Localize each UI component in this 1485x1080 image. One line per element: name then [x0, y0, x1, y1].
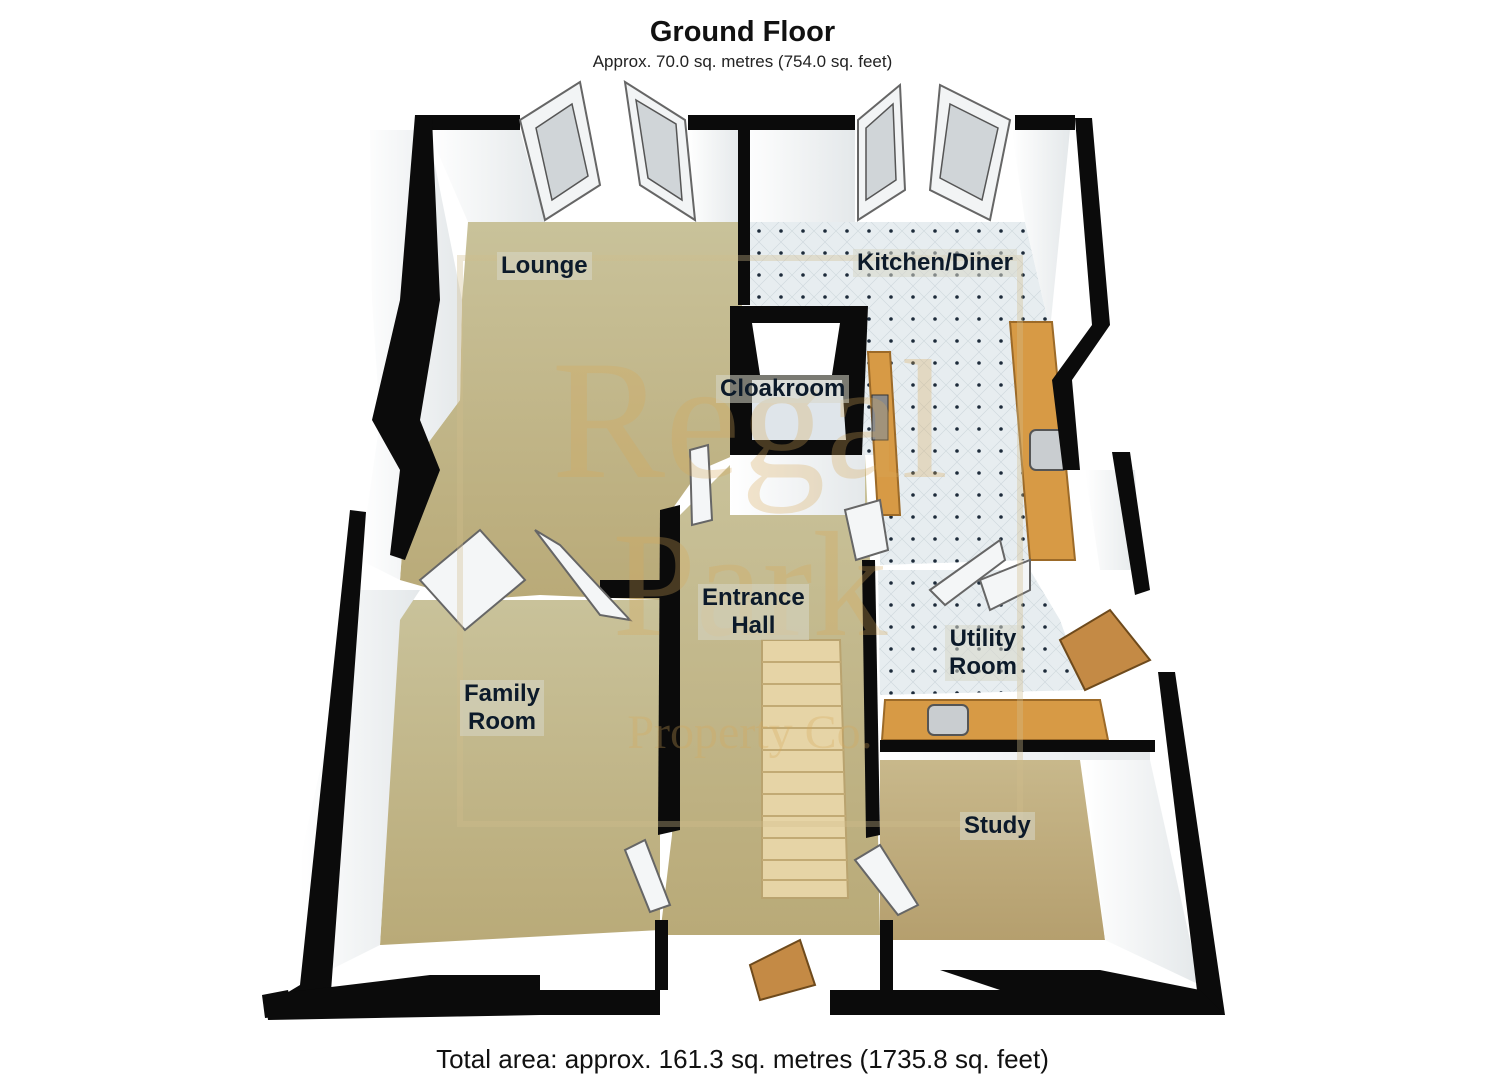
- room-label-lounge: Lounge: [497, 252, 592, 280]
- wooden-doors: [748, 608, 1152, 1002]
- entrance-hall-line1: Entrance: [702, 584, 805, 611]
- room-label-family-room: Family Room: [460, 680, 545, 736]
- doors: [418, 79, 1152, 1002]
- walls: [262, 115, 1225, 1020]
- floor-title: Ground Floor: [649, 16, 836, 48]
- total-area: Total area: approx. 161.3 sq. metres (17…: [436, 1044, 1049, 1074]
- entrance-hall-line2: Hall: [731, 612, 776, 639]
- room-label-entrance-hall: Entrance Hall: [698, 584, 809, 640]
- study-floor: [880, 760, 1105, 940]
- family-room-line2: Room: [468, 708, 537, 735]
- hob: [871, 394, 889, 441]
- staircase: [761, 639, 850, 899]
- utility-sink: [927, 704, 969, 736]
- floor-area-subtitle: Approx. 70.0 sq. metres (754.0 sq. feet): [592, 52, 893, 71]
- utility-worktop: [880, 699, 1110, 741]
- room-label-cloakroom: Cloakroom: [716, 375, 850, 403]
- room-label-utility-room: Utility Room: [945, 625, 1021, 681]
- room-label-kitchen-diner: Kitchen/Diner: [853, 249, 1018, 277]
- internal-doors: [418, 443, 1031, 917]
- french-doors-lounge: [518, 79, 697, 222]
- watermark-frame: [457, 255, 1023, 827]
- family-room-line1: Family: [464, 680, 541, 707]
- room-label-study: Study: [960, 812, 1035, 840]
- utility-room-line2: Room: [949, 653, 1017, 680]
- french-doors-kitchen: [857, 82, 1012, 222]
- utility-room-line1: Utility: [949, 625, 1017, 652]
- lounge-floor: [400, 222, 742, 600]
- kitchen-worktops: [866, 321, 1110, 741]
- family-room-floor: [380, 600, 660, 945]
